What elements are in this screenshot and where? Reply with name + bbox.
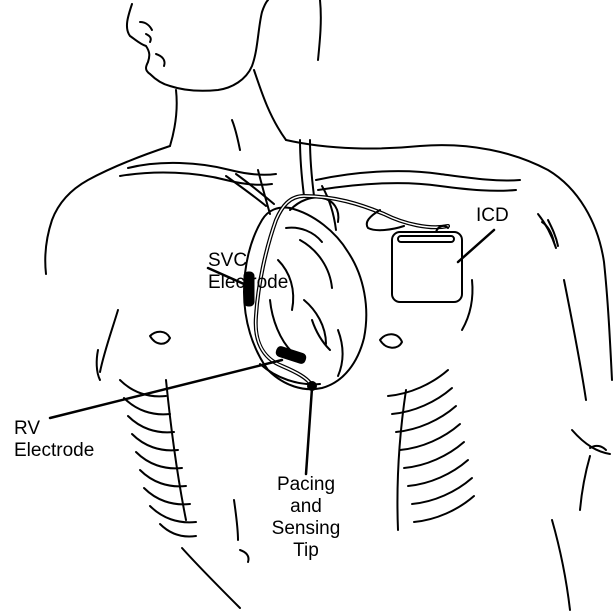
icd-label: ICD — [476, 205, 509, 227]
clavicles — [120, 163, 520, 191]
left-rib-cage — [120, 380, 196, 537]
rv-label-line-1: RV — [14, 418, 94, 440]
tip-label-line-2: and — [270, 496, 342, 518]
rv-label-line-2: Electrode — [14, 440, 94, 462]
head-outline — [127, 0, 321, 91]
icd-device — [392, 226, 462, 302]
right-rib-cage — [388, 370, 474, 530]
svc-electrode-label: SVC Electrode — [208, 250, 288, 294]
tip-label-line-3: Sensing — [270, 518, 342, 540]
neck-outline — [170, 70, 286, 150]
rv-electrode-label: RV Electrode — [14, 418, 94, 462]
rv-leader-line — [50, 360, 282, 418]
pacing-sensing-tip-label: Pacing and Sensing Tip — [270, 474, 342, 562]
svc-label-line-2: Electrode — [208, 272, 288, 294]
tip-leader-line — [306, 388, 312, 474]
svc-label-line-1: SVC — [208, 250, 288, 272]
tip-label-line-4: Tip — [270, 540, 342, 562]
abdomen-marks — [234, 500, 249, 562]
tip-label-line-1: Pacing — [270, 474, 342, 496]
icd-label-text: ICD — [476, 205, 509, 227]
great-vessels — [226, 140, 336, 230]
icd-leader-line — [458, 230, 494, 262]
